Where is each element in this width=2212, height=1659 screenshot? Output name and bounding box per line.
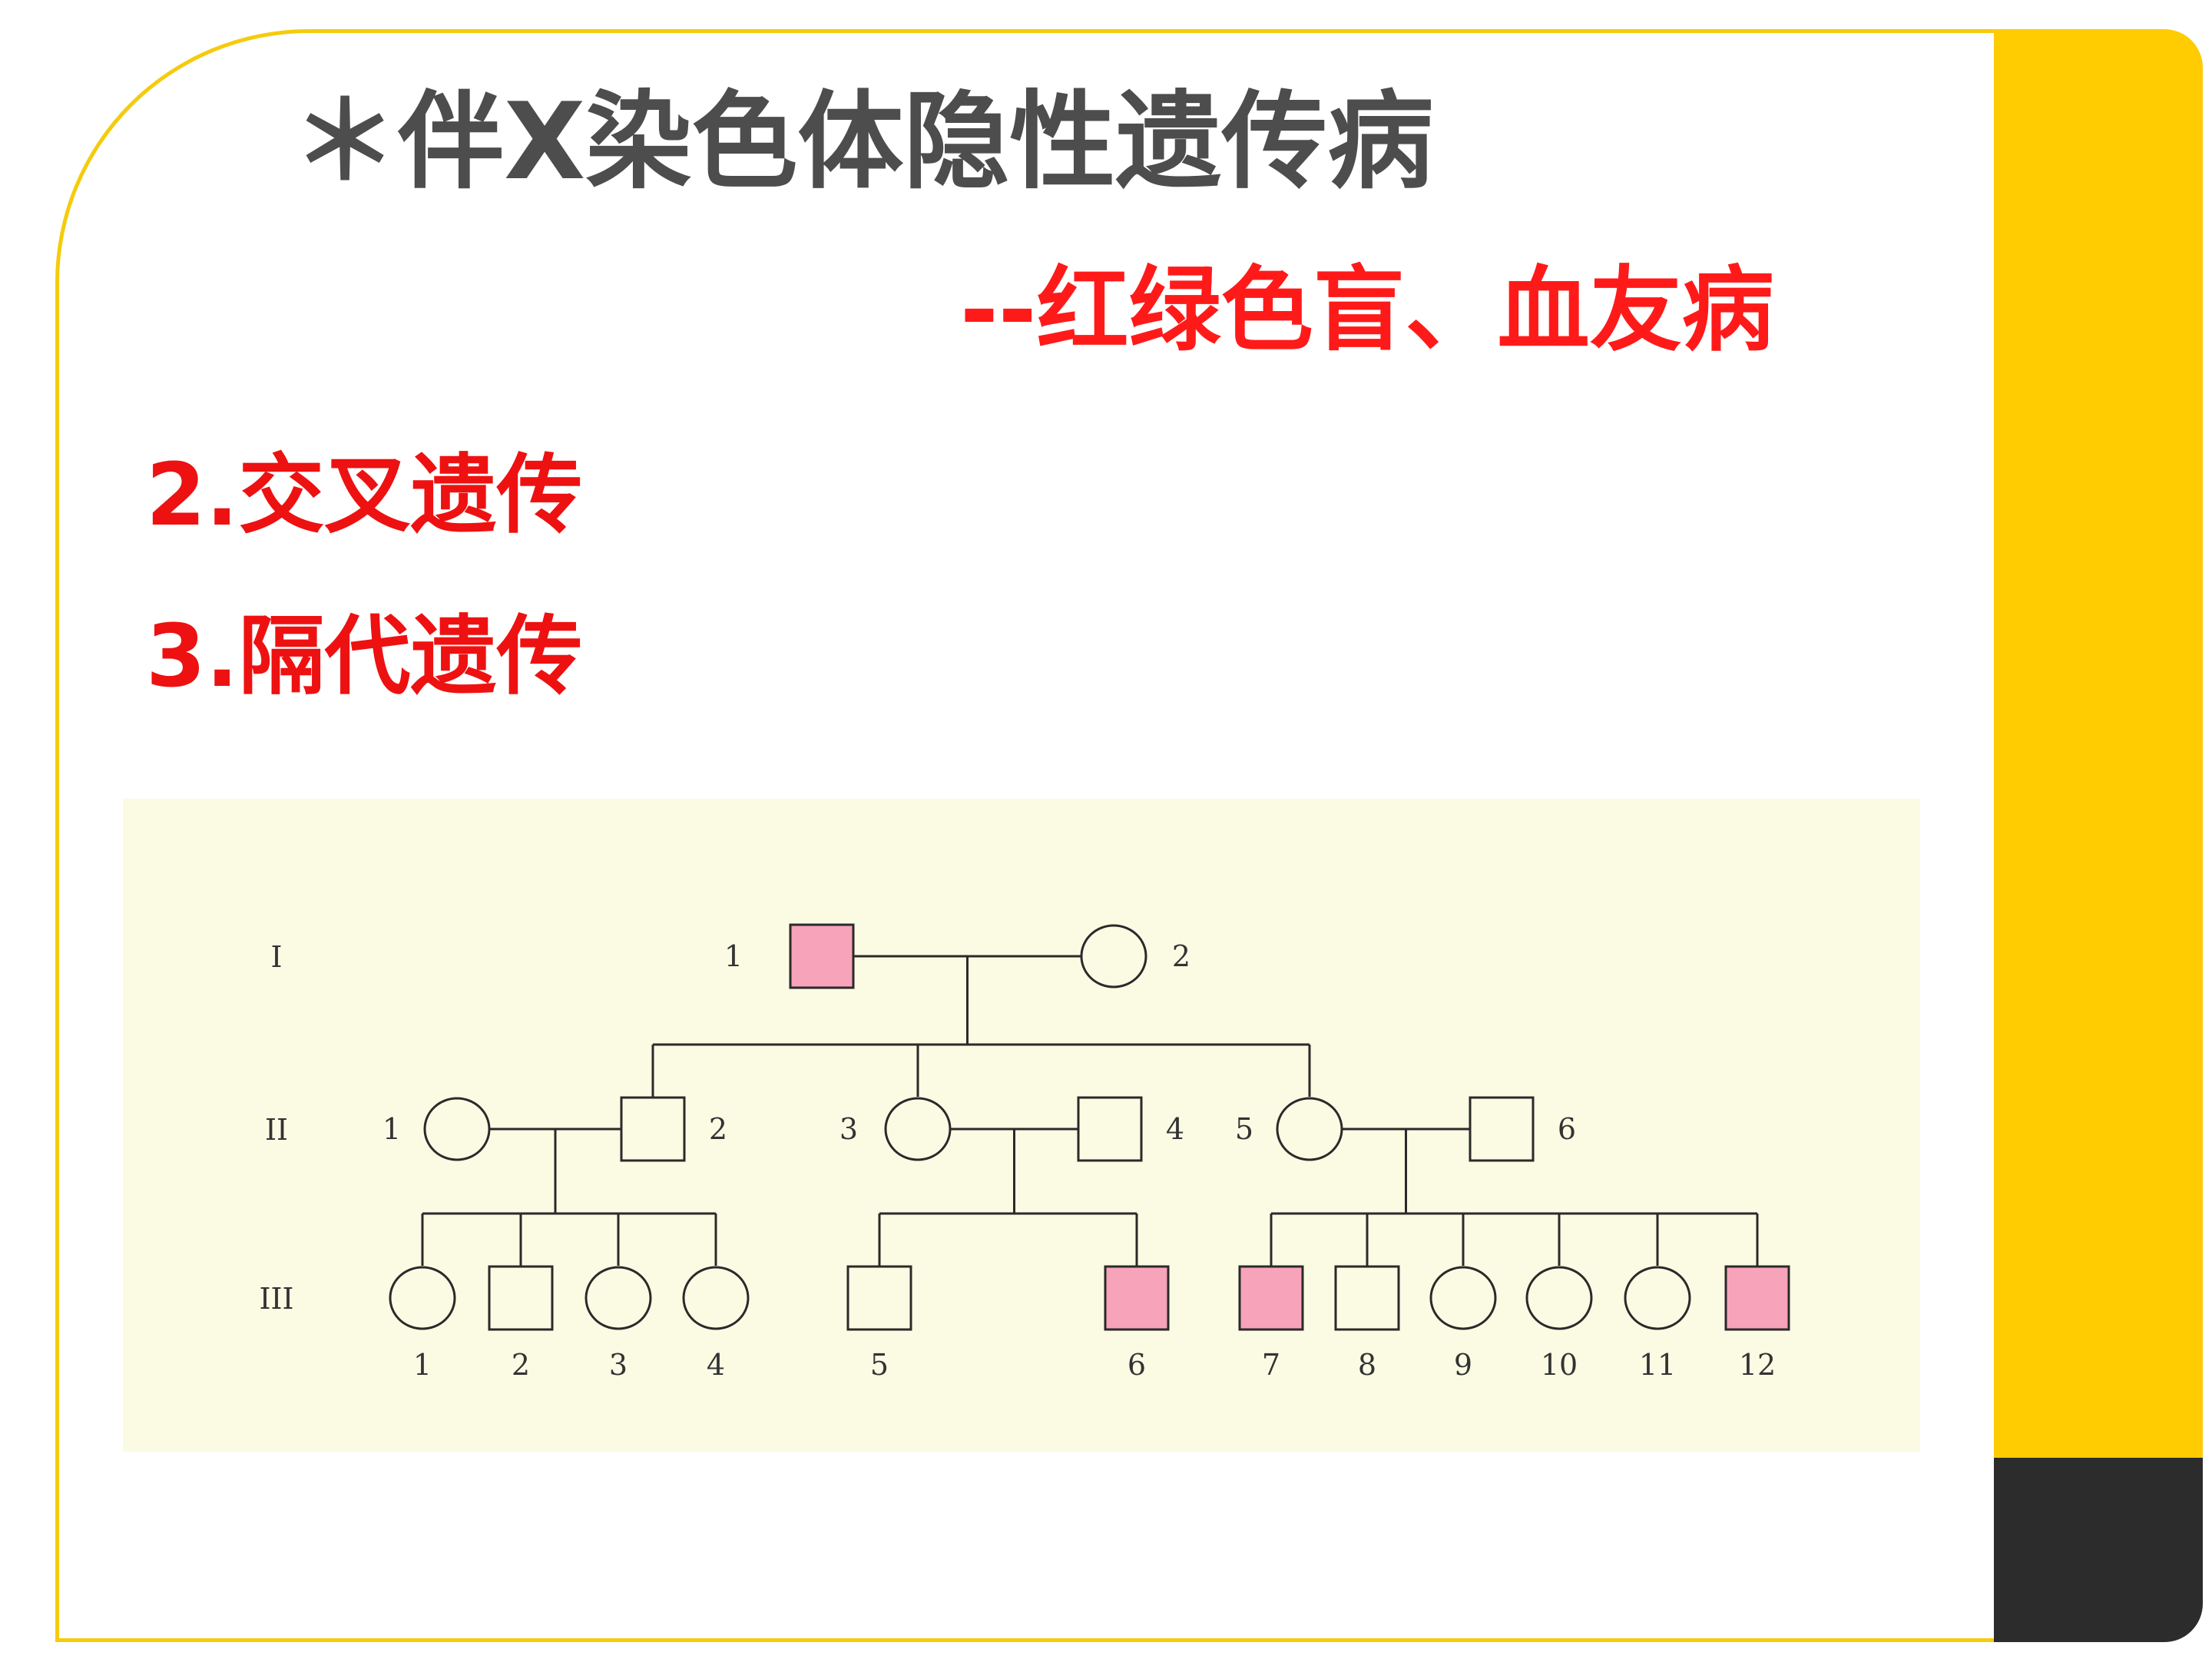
male-symbol bbox=[620, 1096, 686, 1162]
individual-number-label: 2 bbox=[709, 1112, 727, 1146]
female-symbol bbox=[423, 1097, 491, 1161]
individual-number-label: 12 bbox=[1739, 1348, 1776, 1382]
individual-number-label: 9 bbox=[1454, 1348, 1472, 1382]
individual-number-label: 11 bbox=[1639, 1348, 1676, 1382]
individual-number-label: 2 bbox=[512, 1348, 530, 1382]
male-symbol bbox=[1077, 1096, 1143, 1162]
point-cross-inheritance: 2.交叉遗传 bbox=[146, 445, 583, 545]
individual-number-label: 4 bbox=[707, 1348, 725, 1382]
individual-number-label: 2 bbox=[1172, 939, 1190, 973]
male-symbol bbox=[1334, 1265, 1400, 1331]
individual-number-label: 3 bbox=[609, 1348, 628, 1382]
female-symbol bbox=[584, 1266, 652, 1330]
female-symbol bbox=[884, 1097, 952, 1161]
male-symbol bbox=[846, 1265, 912, 1331]
side-bar-dark bbox=[1994, 1458, 2203, 1642]
individual-number-label: 6 bbox=[1128, 1348, 1146, 1382]
female-symbol bbox=[389, 1266, 456, 1330]
generation-label: II bbox=[265, 1113, 288, 1147]
point-skip-generation: 3.隔代遗传 bbox=[146, 607, 583, 707]
affected-male-symbol bbox=[1104, 1265, 1170, 1331]
individual-number-label: 10 bbox=[1541, 1348, 1578, 1382]
individual-number-label: 1 bbox=[413, 1348, 432, 1382]
affected-male-symbol bbox=[789, 923, 855, 989]
individual-number-label: 3 bbox=[839, 1112, 858, 1146]
female-symbol bbox=[1276, 1097, 1343, 1161]
male-symbol bbox=[488, 1265, 554, 1331]
female-symbol bbox=[682, 1266, 750, 1330]
individual-number-label: 8 bbox=[1358, 1348, 1376, 1382]
individual-number-label: 6 bbox=[1558, 1112, 1576, 1146]
generation-label: I bbox=[270, 940, 282, 974]
individual-number-label: 5 bbox=[870, 1348, 889, 1382]
female-symbol bbox=[1080, 924, 1147, 988]
individual-number-label: 5 bbox=[1235, 1112, 1253, 1146]
slide-title: ＊伴X染色体隐性遗传病 bbox=[292, 80, 1434, 204]
individual-number-label: 7 bbox=[1262, 1348, 1280, 1382]
individual-number-label: 1 bbox=[382, 1112, 401, 1146]
affected-male-symbol bbox=[1724, 1265, 1790, 1331]
generation-label: III bbox=[259, 1282, 293, 1316]
side-bar-yellow bbox=[1994, 29, 2203, 1458]
pedigree-background bbox=[123, 799, 1920, 1452]
individual-number-label: 4 bbox=[1166, 1112, 1184, 1146]
slide-subtitle: --红绿色盲、血友病 bbox=[960, 257, 1774, 364]
individual-number-label: 1 bbox=[724, 939, 743, 973]
male-symbol bbox=[1469, 1096, 1535, 1162]
affected-male-symbol bbox=[1238, 1265, 1304, 1331]
female-symbol bbox=[1624, 1266, 1691, 1330]
female-symbol bbox=[1429, 1266, 1497, 1330]
female-symbol bbox=[1525, 1266, 1593, 1330]
